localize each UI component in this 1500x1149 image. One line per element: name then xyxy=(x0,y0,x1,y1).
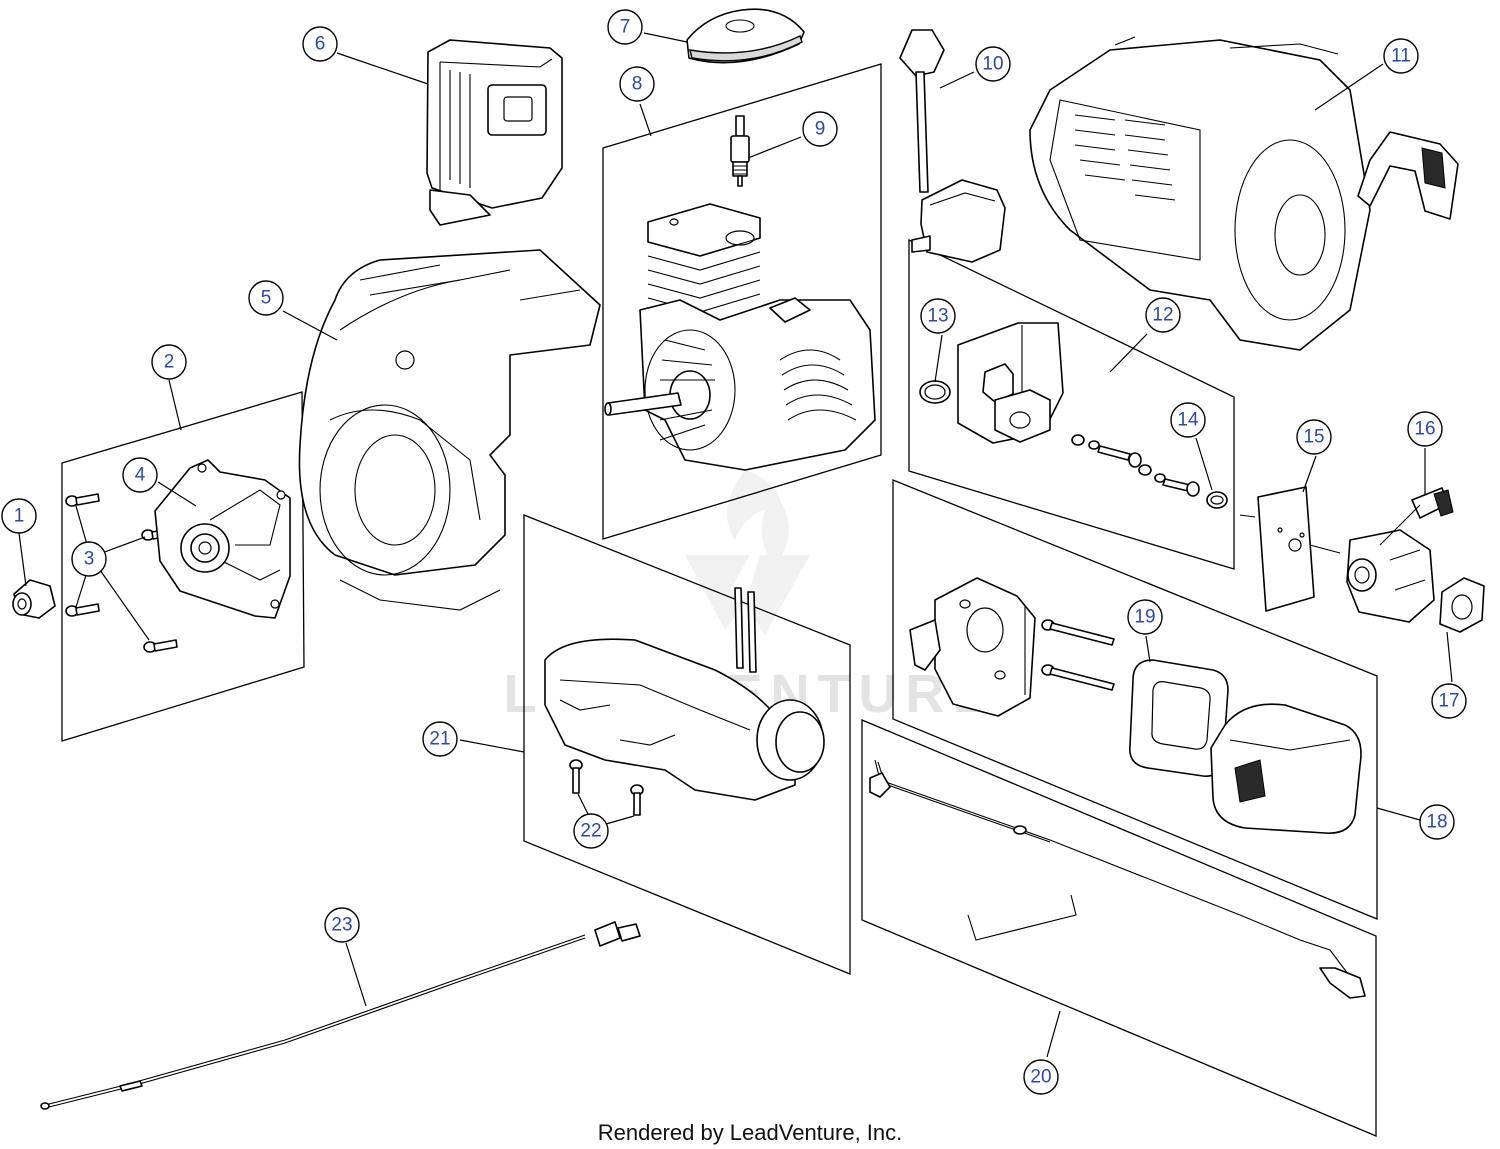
svg-text:20: 20 xyxy=(1030,1067,1051,1088)
callout-13[interactable]: 13 xyxy=(920,298,956,334)
part-18-bolts xyxy=(1041,619,1115,691)
group-box-2 xyxy=(61,391,305,742)
part-12-hardware xyxy=(1071,434,1200,497)
svg-text:17: 17 xyxy=(1438,691,1459,712)
group-box-8 xyxy=(602,63,882,540)
callout-21[interactable]: 21 xyxy=(422,721,458,757)
part-4-bearing-housing xyxy=(154,459,291,619)
part-23-stop-wire xyxy=(40,921,641,1110)
footer-credit: Rendered by LeadVenture, Inc. xyxy=(598,1120,903,1145)
callout-3[interactable]: 3 xyxy=(71,541,107,577)
callout-12[interactable]: 12 xyxy=(1145,297,1181,333)
callout-19[interactable]: 19 xyxy=(1127,599,1163,635)
svg-text:14: 14 xyxy=(1177,410,1199,431)
part-20-throttle-cable xyxy=(869,759,1366,999)
part-7-cover xyxy=(686,8,805,64)
svg-text:9: 9 xyxy=(815,119,826,140)
part-6-muffler xyxy=(426,39,563,226)
svg-text:16: 16 xyxy=(1414,419,1435,440)
callout-15[interactable]: 15 xyxy=(1296,419,1332,455)
svg-text:8: 8 xyxy=(632,74,643,95)
svg-text:5: 5 xyxy=(261,288,272,309)
svg-text:15: 15 xyxy=(1303,427,1324,448)
svg-text:12: 12 xyxy=(1152,305,1173,326)
part-1-nut xyxy=(12,579,56,619)
callout-5[interactable]: 5 xyxy=(248,280,284,316)
part-19-air-filter xyxy=(1129,659,1229,777)
part-21-fuel-tank xyxy=(544,587,825,801)
callout-20[interactable]: 20 xyxy=(1023,1059,1059,1095)
part-12-intake-adapter xyxy=(957,322,1064,444)
callout-1[interactable]: 1 xyxy=(1,498,37,534)
callout-10[interactable]: 10 xyxy=(975,46,1011,82)
part-13-gasket-ring xyxy=(919,380,951,404)
svg-text:6: 6 xyxy=(315,34,326,55)
part-11-recoil-starter xyxy=(1029,36,1459,351)
callout-22[interactable]: 22 xyxy=(573,813,609,849)
group-box-12 xyxy=(908,238,1235,570)
svg-text:1: 1 xyxy=(14,506,25,527)
svg-text:2: 2 xyxy=(164,352,175,373)
part-14-retaining-clip xyxy=(1206,491,1228,509)
callout-4[interactable]: 4 xyxy=(122,457,158,493)
svg-text:13: 13 xyxy=(927,306,948,327)
callout-7[interactable]: 7 xyxy=(607,9,643,45)
svg-text:11: 11 xyxy=(1391,46,1411,67)
part-10-ignition-coil xyxy=(899,29,1006,263)
part-17-carb-gasket xyxy=(1439,577,1485,633)
svg-text:18: 18 xyxy=(1426,812,1447,833)
part-5-engine-housing xyxy=(298,249,601,611)
svg-text:7: 7 xyxy=(620,17,631,38)
callout-9[interactable]: 9 xyxy=(802,111,838,147)
svg-text:23: 23 xyxy=(331,915,352,936)
callout-6[interactable]: 6 xyxy=(302,26,338,62)
callout-23[interactable]: 23 xyxy=(324,907,360,943)
part-22-screws xyxy=(569,759,644,816)
svg-text:19: 19 xyxy=(1134,607,1155,628)
svg-text:10: 10 xyxy=(982,54,1003,75)
group-box-18 xyxy=(892,479,1378,920)
callout-17[interactable]: 17 xyxy=(1431,683,1467,719)
callout-18[interactable]: 18 xyxy=(1419,804,1455,840)
callout-11[interactable]: 11 xyxy=(1383,38,1419,74)
callout-8[interactable]: 8 xyxy=(619,66,655,102)
part-15-gasket xyxy=(1239,486,1341,612)
svg-text:21: 21 xyxy=(429,729,450,750)
part-18-air-filter-base xyxy=(909,577,1036,717)
svg-text:3: 3 xyxy=(84,549,95,570)
callout-16[interactable]: 16 xyxy=(1407,411,1443,447)
part-9-spark-plug xyxy=(730,115,750,187)
part-16-carburetor xyxy=(1346,487,1454,623)
group-box-20 xyxy=(861,719,1377,1137)
part-8-engine-block xyxy=(604,203,876,471)
svg-text:4: 4 xyxy=(135,465,146,486)
leader-lines xyxy=(18,32,1453,1058)
callout-2[interactable]: 2 xyxy=(151,344,187,380)
callout-14[interactable]: 14 xyxy=(1170,402,1206,438)
part-18-filter-cover xyxy=(1210,703,1362,834)
svg-text:22: 22 xyxy=(580,821,601,842)
